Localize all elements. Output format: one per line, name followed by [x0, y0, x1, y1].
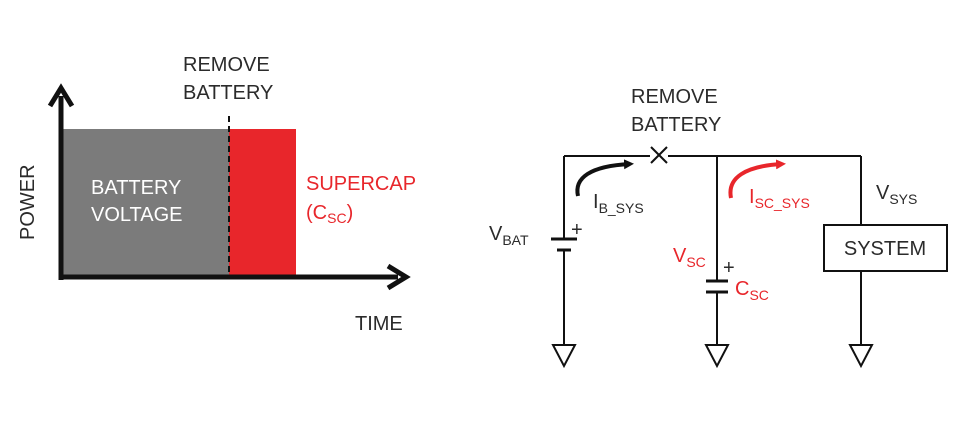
vsys-label: VSYS — [876, 182, 917, 207]
schematic-labels: REMOVE BATTERY VBAT + IB_SYS ISC_SYS VSC… — [489, 86, 926, 303]
system-block-label: SYSTEM — [844, 238, 926, 260]
vsc-label: VSC — [673, 245, 706, 270]
x-axis-arrowhead — [386, 263, 411, 291]
remove-battery-label-line2-schematic: BATTERY — [631, 114, 721, 136]
battery-voltage-label-line1: BATTERY — [91, 177, 181, 199]
x-axis-label: TIME — [355, 313, 403, 335]
remove-battery-label-line1-schematic: REMOVE — [631, 86, 718, 108]
ground-symbol-battery — [551, 344, 577, 369]
system-block — [823, 224, 948, 272]
supercap-label: SUPERCAP — [306, 173, 416, 195]
battery-voltage-region — [61, 129, 229, 277]
battery-voltage-label-line2: VOLTAGE — [91, 204, 183, 226]
y-axis-arrowhead — [47, 83, 75, 108]
ib-sys-label: IB_SYS — [593, 191, 644, 216]
isc-sys-label: ISC_SYS — [749, 186, 810, 211]
ground-symbol-supercap — [704, 344, 730, 369]
remove-battery-label-line2: BATTERY — [183, 82, 273, 104]
y-axis-label: POWER — [17, 164, 39, 240]
supercap-region — [229, 129, 296, 277]
vbat-plus-sign: + — [571, 219, 583, 241]
ground-symbol-system — [848, 344, 874, 369]
vbat-label: VBAT — [489, 223, 529, 248]
csc-label: CSC — [735, 278, 769, 303]
circuit-schematic — [551, 146, 948, 369]
battery-current-arrow — [575, 159, 634, 197]
vsc-plus-sign: + — [723, 257, 735, 279]
timing-chart: POWER TIME REMOVE BATTERY BATTERY VOLTAG… — [17, 54, 416, 335]
supercap-current-arrow — [728, 159, 786, 199]
supercap-csc-label: (CSC) — [306, 202, 353, 226]
break-x-mark — [650, 146, 668, 164]
remove-battery-label-line1: REMOVE — [183, 54, 270, 76]
